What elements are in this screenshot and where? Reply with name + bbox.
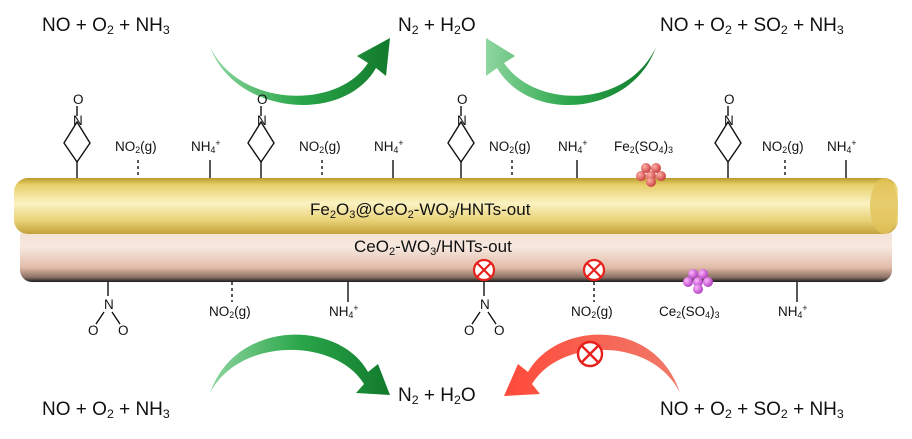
green-arrow-top-right <box>486 38 656 106</box>
no2g-top-3: NO2(g) <box>489 139 531 156</box>
nitrate-bottom-1-o-right: O <box>118 323 129 338</box>
nh4-bottom-2: NH4+ <box>778 303 808 321</box>
no2g-top-1: NO2(g) <box>115 139 157 156</box>
ce-sulfate-label: Ce2(SO4)3 <box>659 304 720 321</box>
blocked-marker-no2g <box>582 258 606 282</box>
nitrate-bottom-1-n: N <box>104 297 114 312</box>
nh4-bottom-1: NH4+ <box>329 303 359 321</box>
no2g-bottom-2: NO2(g) <box>571 304 613 321</box>
nitrate-top-2-n: N <box>257 113 267 128</box>
no2g-top-4: NO2(g) <box>762 139 804 156</box>
top-adsorbed-bonds <box>63 106 847 178</box>
inner-tube <box>20 224 892 282</box>
no2g-bottom-1: NO2(g) <box>209 304 251 321</box>
outer-tube <box>14 178 898 234</box>
nitrate-bottom-2-o-right: O <box>494 323 505 338</box>
nitrate-top-3-n: N <box>457 113 467 128</box>
equation-bottom-center: N2 + H2O <box>398 385 476 408</box>
nitrate-top-2-o: O <box>257 92 268 107</box>
nitrate-top-4-o: O <box>724 92 735 107</box>
inner-tube-label: CeO2-WO3/HNTs-out <box>354 237 512 258</box>
equation-top-left: NO + O2 + NH3 <box>42 15 170 38</box>
nitrate-bottom-2-n: N <box>480 297 490 312</box>
nitrate-top-4-n: N <box>724 113 734 128</box>
nh4-top-2: NH4+ <box>374 138 404 156</box>
nitrate-top-1-n: N <box>73 113 83 128</box>
fe-sulfate-label: Fe2(SO4)3 <box>614 139 673 156</box>
nitrate-bottom-1-o-left: O <box>88 323 99 338</box>
fe-sulfate-particles <box>636 163 666 187</box>
green-arrow-top-left <box>210 38 390 106</box>
blocked-marker-red-arrow <box>576 340 604 368</box>
nh4-top-1: NH4+ <box>191 138 221 156</box>
bottom-adsorbed-bonds <box>95 282 798 325</box>
nitrate-bottom-2-o-left: O <box>464 323 475 338</box>
ce-sulfate-particles <box>683 269 713 294</box>
nitrate-top-3-o: O <box>457 92 468 107</box>
outer-tube-label: Fe2O3@CeO2-WO3/HNTs-out <box>310 200 531 221</box>
nh4-top-4: NH4+ <box>827 138 857 156</box>
no2g-top-2: NO2(g) <box>299 139 341 156</box>
equation-bottom-right: NO + O2 + SO2 + NH3 <box>660 399 844 422</box>
nh4-top-3: NH4+ <box>558 138 588 156</box>
equation-top-center: N2 + H2O <box>398 15 476 38</box>
equation-top-right: NO + O2 + SO2 + NH3 <box>660 15 844 38</box>
green-arrow-bottom-left <box>210 334 390 395</box>
red-arrow-bottom-right <box>504 334 680 396</box>
nitrate-top-1-o: O <box>73 92 84 107</box>
equation-bottom-left: NO + O2 + NH3 <box>42 399 170 422</box>
blocked-marker-nitrate <box>472 258 496 282</box>
